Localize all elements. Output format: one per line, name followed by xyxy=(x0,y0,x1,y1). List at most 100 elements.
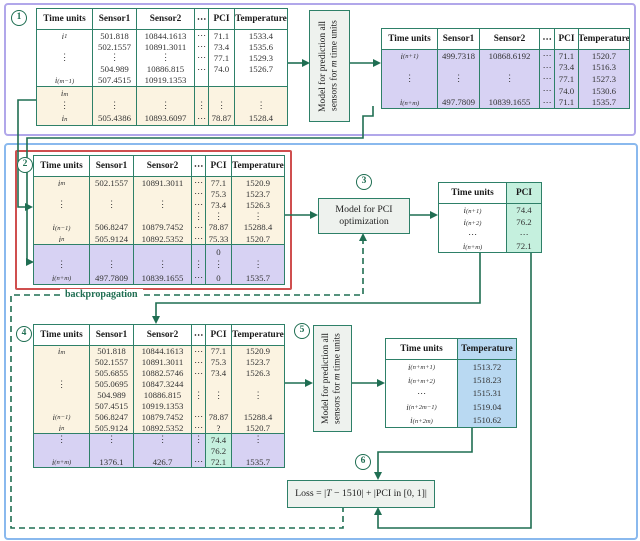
header-cell: Time units xyxy=(382,29,438,49)
table-cell: 10868.6192 xyxy=(480,50,540,62)
table-cell: 1513.72 xyxy=(458,360,516,374)
table-cell: 74.4 xyxy=(507,204,541,216)
table-cell xyxy=(34,367,90,379)
table-cell: 78.87 xyxy=(206,221,232,233)
table-cell xyxy=(90,210,134,222)
table-cell: ⋯ xyxy=(540,96,555,108)
header-cell: ⋯ xyxy=(195,9,209,29)
table-cell: ⋯ xyxy=(195,112,209,125)
table-cell xyxy=(235,87,287,100)
table-cell: 1528.4 xyxy=(248,113,274,124)
table-cell: 71.1 xyxy=(209,30,235,42)
table-cell xyxy=(90,445,134,457)
header-cell: Sensor2 xyxy=(480,29,540,49)
table-cell: 499.7318 xyxy=(438,50,480,62)
table-cell xyxy=(34,389,90,401)
header-cell: Sensor1 xyxy=(90,156,134,176)
table-cell: ⋮ xyxy=(209,99,235,113)
table-cell: 504.989 xyxy=(93,63,137,75)
table-cell: 1515.31 xyxy=(458,386,516,401)
table-row: i(n+2m)1510.62 xyxy=(386,413,516,427)
table-cell: 507.4515 xyxy=(90,400,134,412)
model-pci-optimization-box: Model for PCI optimization xyxy=(318,198,410,234)
table-cell: 502.1557 xyxy=(90,177,134,189)
table-cell: i(n+m) xyxy=(382,96,438,108)
table-cell: ⋮ xyxy=(93,99,137,113)
table-cell: ⋮ xyxy=(134,199,192,211)
table-cell: ⋮ xyxy=(192,434,206,446)
table-cell: ⋮ xyxy=(382,73,438,85)
table-cell xyxy=(134,245,192,259)
table-cell xyxy=(235,75,287,86)
table-cell: 76.2 xyxy=(507,216,541,228)
table-cell xyxy=(195,74,209,86)
table-cell: ⋮ xyxy=(206,210,232,222)
input-table-highlight-box xyxy=(15,150,292,290)
table-cell: 1526.3 xyxy=(245,199,271,210)
table-cell: 73.4 xyxy=(206,367,232,379)
table-cell: 73.4 xyxy=(555,61,579,74)
table-cell: ⋮ xyxy=(34,199,90,211)
table-cell: ⋮ xyxy=(206,389,232,401)
table-cell: 15288.4 xyxy=(243,222,273,233)
table-cell: ⋯ xyxy=(195,63,209,75)
header-cell: Temperature xyxy=(235,14,287,24)
table-cell: 1376.1 xyxy=(90,456,134,468)
table-cell: 504.989 xyxy=(90,389,134,401)
table-row: i(n+m+1)1513.72 xyxy=(386,360,516,374)
model-label-line: Model for prediction all xyxy=(321,333,331,425)
table-cell: i(n+m+1) xyxy=(386,360,458,374)
table-cell: ⋯ xyxy=(192,367,206,379)
table-cell: 1530.6 xyxy=(591,85,617,96)
table-cell: ⋯ xyxy=(386,386,458,401)
table-cell: 74.0 xyxy=(555,84,579,97)
table-cell: ⋯ xyxy=(192,188,206,200)
table-cell xyxy=(232,245,284,258)
table-cell xyxy=(209,86,235,100)
arrow-prediction-to-table2 xyxy=(26,106,374,266)
arrow-pci-table-to-loss xyxy=(374,250,532,529)
table-cell: ⋮ xyxy=(34,434,90,446)
header-cell: Temperature xyxy=(579,34,629,44)
table-cell: ⋮ xyxy=(93,52,137,64)
table-cell: ⋯ xyxy=(192,422,206,434)
table-cell: 1516.3 xyxy=(591,62,617,73)
header-cell: ⋯ xyxy=(192,156,206,176)
step-6-badge: 6 xyxy=(355,454,371,470)
table-cell xyxy=(192,245,206,259)
table-cell: 505.9124 xyxy=(90,232,134,245)
table-cell: 1526.7 xyxy=(248,64,274,75)
header-cell: PCI xyxy=(209,9,235,29)
table-cell: 505.4386 xyxy=(93,112,137,125)
step-4-badge: 4 xyxy=(16,326,32,342)
table-cell: 72.1 xyxy=(507,240,541,252)
table-cell: ⋯ xyxy=(195,30,209,42)
table-cell: 74.0 xyxy=(209,63,235,75)
table-cell xyxy=(206,378,232,390)
